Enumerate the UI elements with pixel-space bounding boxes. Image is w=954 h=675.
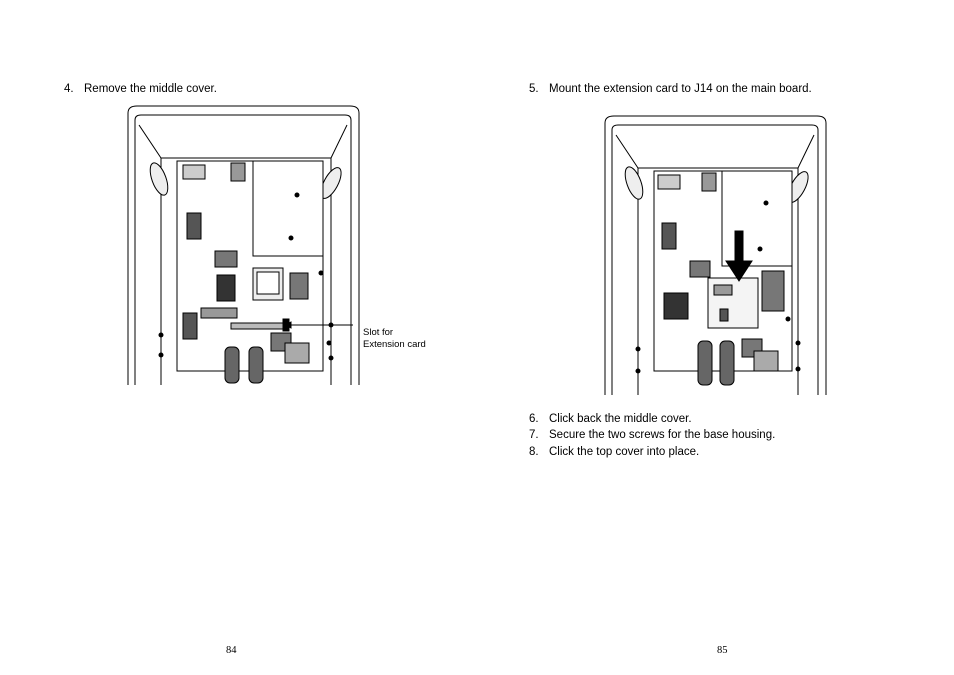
right-page: 5. Mount the extension card to J14 on th… (477, 0, 954, 675)
slot-callout: Slot for Extension card (363, 327, 426, 351)
page-number: 85 (717, 645, 728, 656)
step-text: Click back the middle cover. (549, 413, 692, 425)
callout-line-1: Slot for (363, 327, 394, 338)
left-page: 4. Remove the middle cover. (64, 83, 426, 656)
step-number: 8. (529, 446, 539, 458)
page-number: 84 (226, 645, 237, 656)
step-7: 7. Secure the two screws for the base ho… (529, 429, 775, 441)
callout-line-2: Extension card (363, 339, 426, 350)
step-number: 6. (529, 413, 539, 425)
step-text: Secure the two screws for the base housi… (549, 429, 776, 441)
step-text: Mount the extension card to J14 on the m… (549, 83, 812, 95)
step-number: 7. (529, 429, 539, 441)
housing-open-middle-cover-illustration (127, 105, 360, 385)
step-text: Remove the middle cover. (84, 83, 217, 95)
step-number: 4. (64, 83, 74, 95)
step-text: Click the top cover into place. (549, 446, 700, 458)
step-8: 8. Click the top cover into place. (529, 446, 699, 458)
step-5: 5. Mount the extension card to J14 on th… (529, 83, 812, 95)
step-number: 5. (529, 83, 539, 95)
step-4: 4. Remove the middle cover. (64, 83, 217, 95)
step-6: 6. Click back the middle cover. (529, 413, 692, 425)
housing-extension-card-mounted-illustration (604, 115, 827, 395)
